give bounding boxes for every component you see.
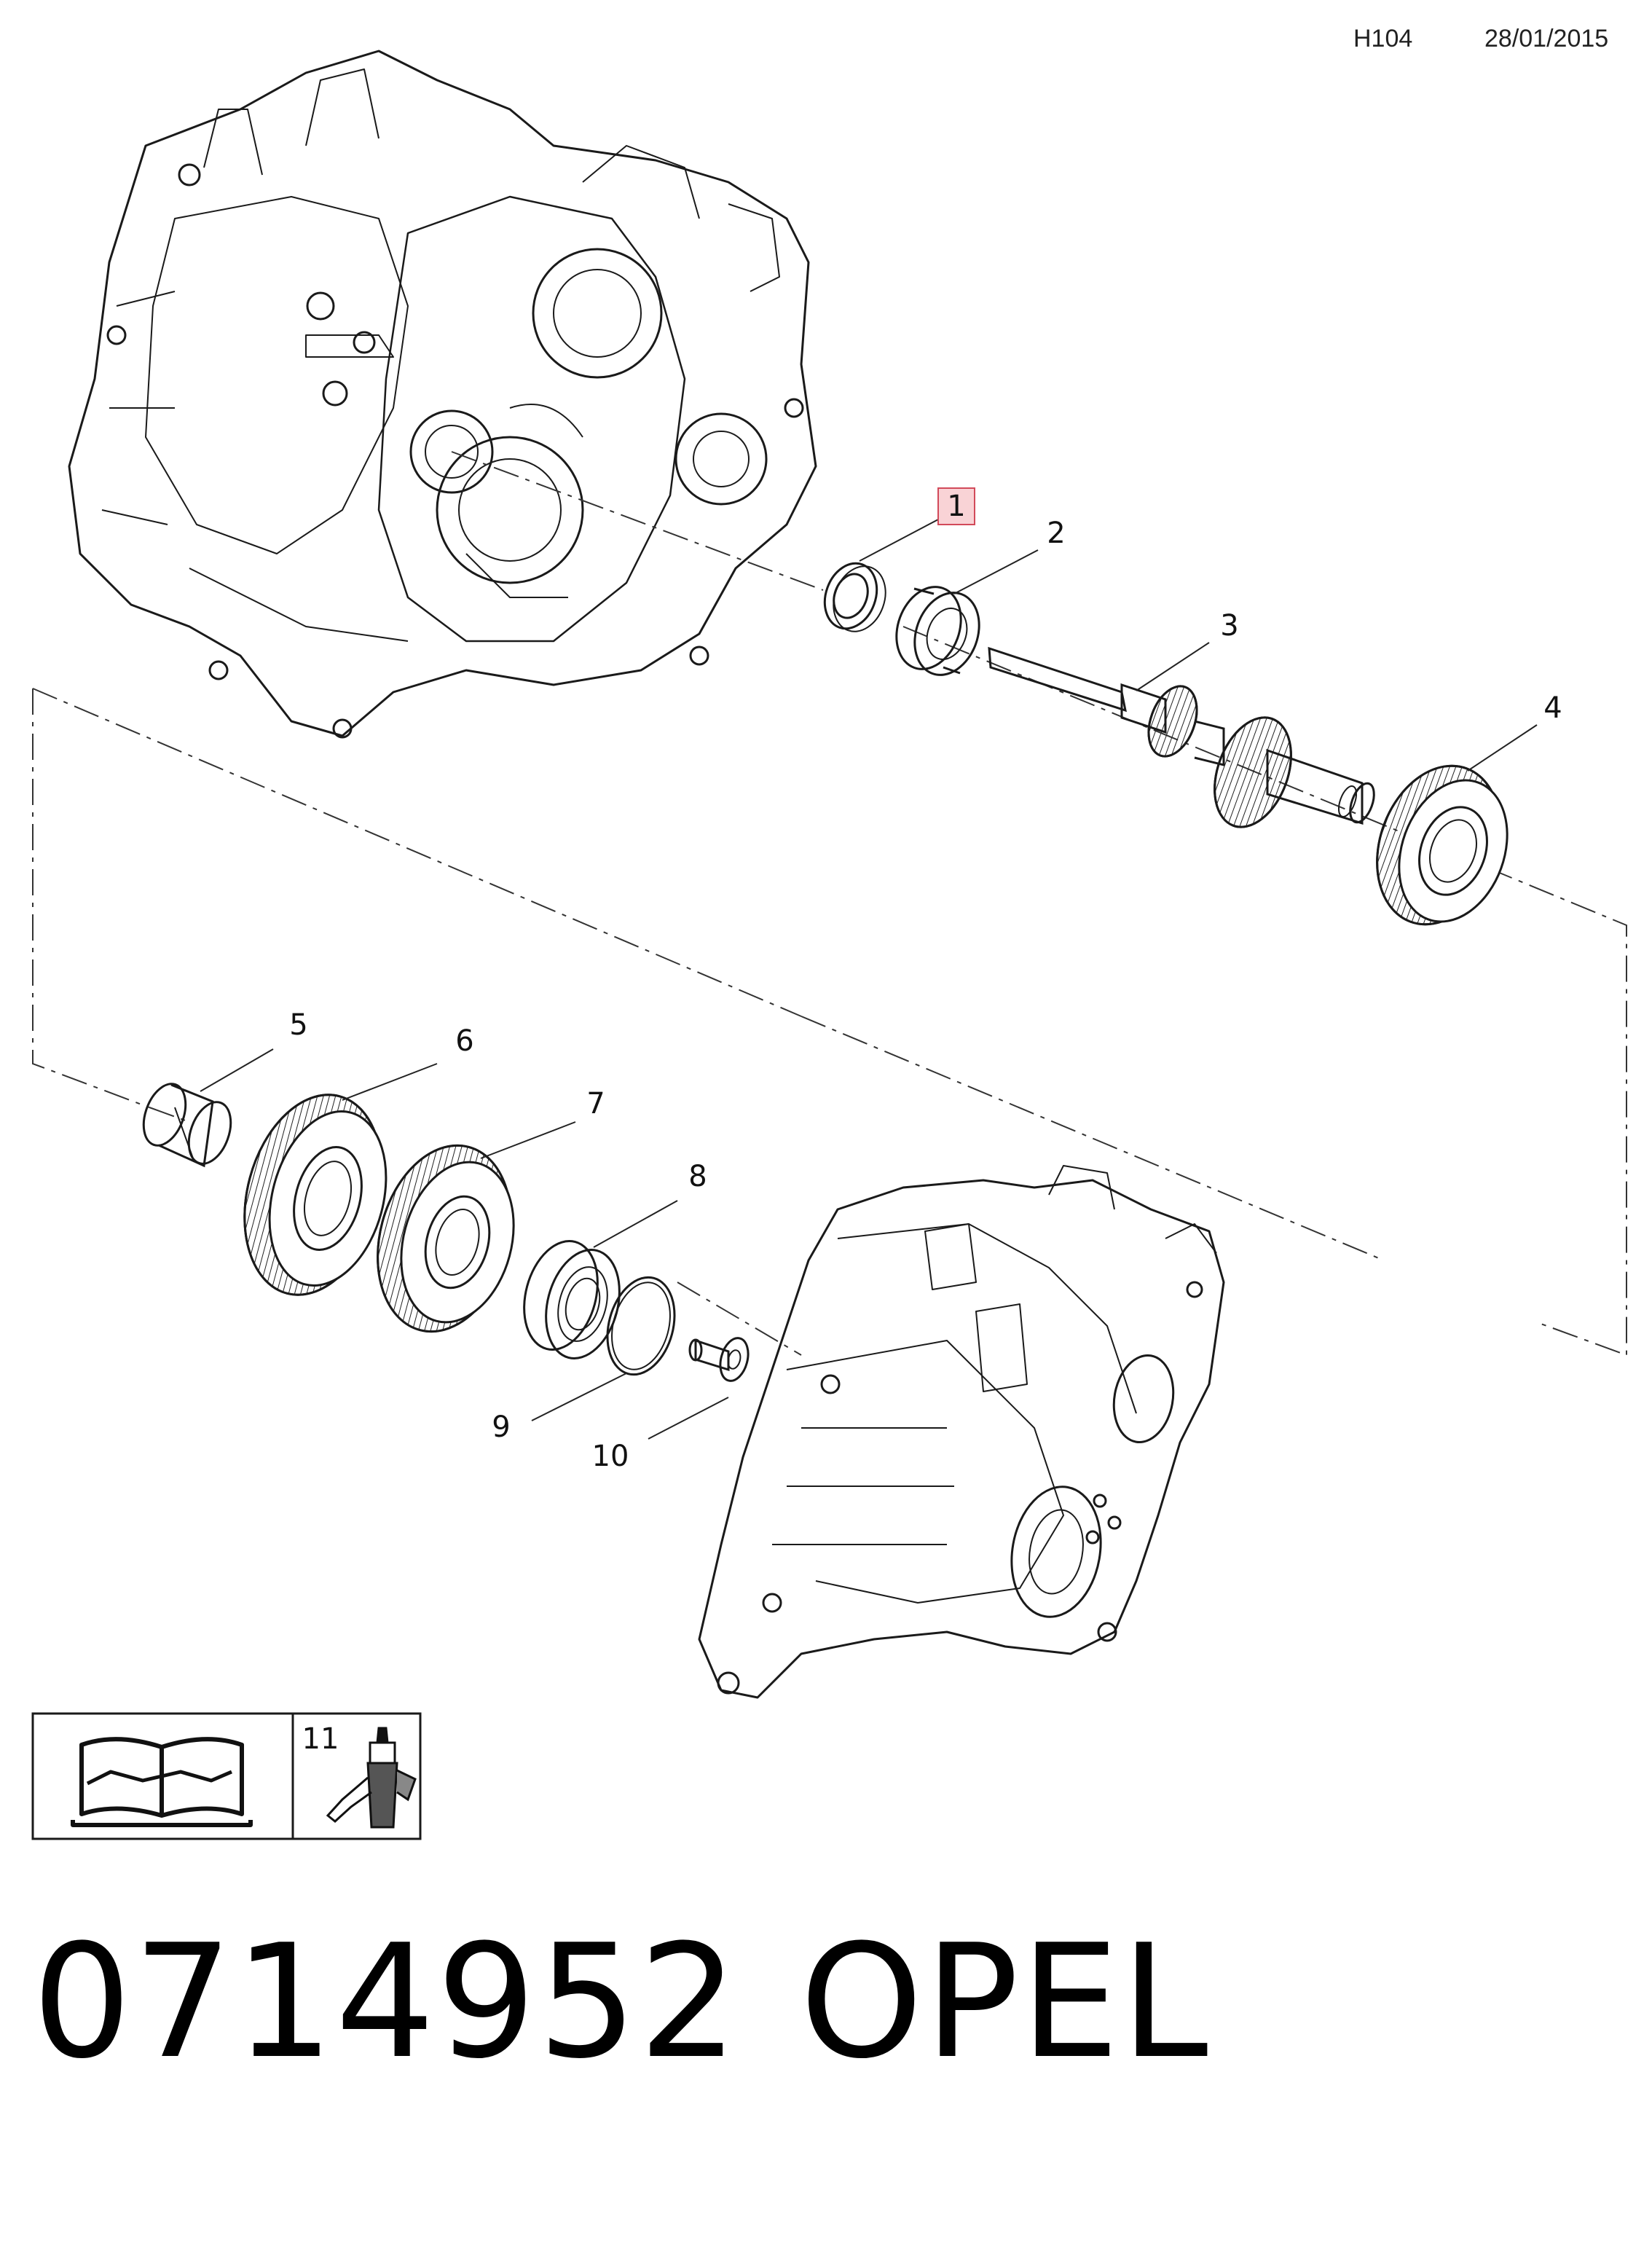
diagram-code: H104 [1353, 25, 1413, 52]
sealant-applicator-icon [326, 1727, 417, 1829]
part-9-snap-ring [606, 1276, 676, 1376]
leader-lines [200, 518, 1538, 1440]
highlight-box [937, 487, 975, 525]
lower-transmission-housing [698, 1165, 1225, 1699]
part-10-bolt [688, 1337, 750, 1382]
assembly-axis-lines [32, 451, 1627, 1357]
part-1-seal [823, 562, 886, 632]
callout-6[interactable]: 6 [455, 1024, 473, 1058]
part-3-shaft [988, 646, 1375, 828]
repair-manual-icon [71, 1737, 253, 1827]
part-5-sleeve [142, 1083, 232, 1168]
legend-item-label: 11 [302, 1722, 339, 1756]
part-4-gear [1376, 764, 1509, 926]
legend-box: 11 [31, 1712, 422, 1840]
callout-5[interactable]: 5 [289, 1008, 307, 1042]
part-2-bearing [895, 586, 980, 676]
diagram-date: 28/01/2015 [1484, 25, 1609, 52]
callout-3[interactable]: 3 [1220, 609, 1238, 643]
callout-9[interactable]: 9 [492, 1410, 510, 1444]
part-number: 0714952 [32, 1910, 740, 2093]
part-7-gear [377, 1144, 515, 1333]
upper-transmission-housing [68, 50, 817, 739]
callout-labels: 1 2 3 4 5 6 7 8 9 10 [289, 487, 1562, 1473]
callout-2[interactable]: 2 [1047, 517, 1065, 550]
brand-name: OPEL [800, 1910, 1210, 2093]
callout-7[interactable]: 7 [586, 1087, 605, 1120]
part-6-gear [243, 1094, 388, 1296]
callout-8[interactable]: 8 [688, 1160, 707, 1193]
callout-4[interactable]: 4 [1543, 691, 1562, 725]
callout-1[interactable]: 1 [947, 490, 965, 523]
callout-10[interactable]: 10 [592, 1440, 629, 1473]
